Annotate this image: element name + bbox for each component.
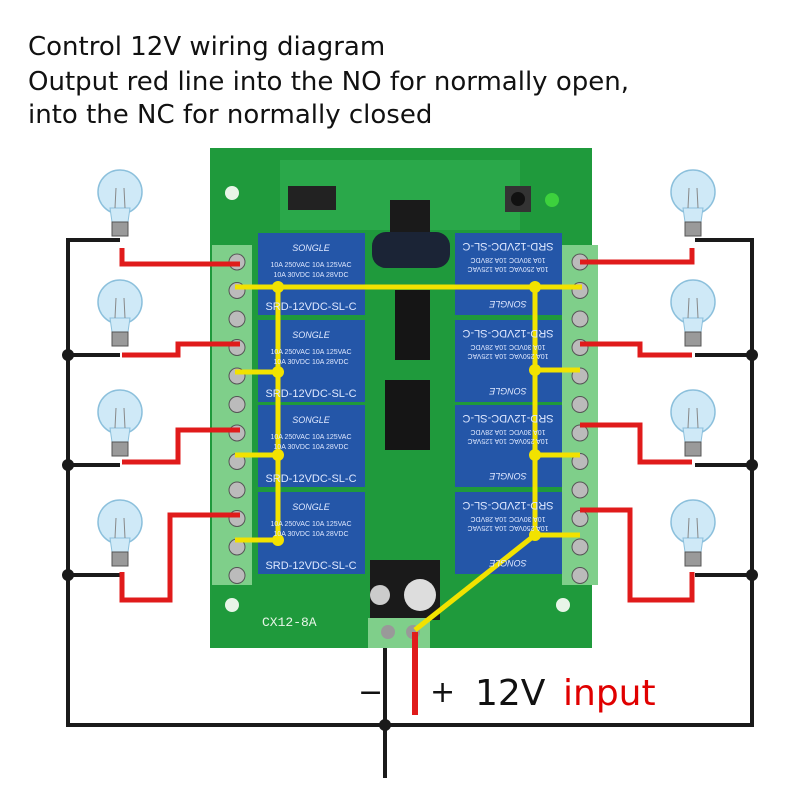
relay-label-group: SONGLE 10A 250VAC 10A 125VAC 10A 30VDC 10A… [265, 415, 356, 485]
relay-model: SRD-12VDC-SL-C [265, 388, 356, 400]
title-line-3: into the NC for normally closed [28, 100, 433, 130]
relay-label-group: SONGLE 10A 250VAC 10A 125VAC 10A 30VDC 10A… [265, 502, 356, 572]
terminal-screw [571, 481, 589, 499]
led-indicator [545, 193, 559, 207]
relay-label-group: SONGLE 10A 250VAC 10A 125VAC 10A 30VDC 10A… [265, 330, 356, 400]
relay-label-group: SONGLE 10A 250VAC 10A 125VAC 10A 30VDC 10A… [462, 499, 553, 568]
relay-rating: 10A 30VDC 10A 28VDC [470, 343, 545, 350]
left-terminal-block [212, 245, 252, 585]
jumper-header [288, 186, 336, 210]
junction-dots [62, 349, 758, 731]
relay-brand: SONGLE [488, 386, 527, 396]
relay-label-group: SONGLE 10A 250VAC 10A 125VAC 10A 30VDC 10A… [462, 327, 553, 396]
relay-rating: 10A 30VDC 10A 28VDC [273, 444, 348, 451]
light-bulb-icon [670, 279, 716, 347]
light-bulb-icon [670, 169, 716, 237]
light-bulb-icon [670, 389, 716, 457]
light-bulb-icon [97, 279, 143, 347]
relay-rating: 10A 250VAC 10A 125VAC [270, 262, 351, 269]
relay-rating: 10A 30VDC 10A 28VDC [470, 515, 545, 522]
light-bulb-icon [97, 389, 143, 457]
voltage-label: 12V [475, 673, 546, 714]
terminal-screw [571, 310, 589, 328]
relay-brand: SONGLE [488, 299, 527, 309]
relay [455, 233, 562, 315]
relay-rating: 10A 30VDC 10A 28VDC [273, 531, 348, 538]
relay-rating: 10A 250VAC 10A 125VAC [270, 434, 351, 441]
relay-model: SRD-12VDC-SL-C [462, 412, 553, 424]
chip [385, 380, 430, 450]
relay-brand: SONGLE [292, 415, 331, 425]
red-wires [119, 248, 695, 715]
terminal-screw [228, 396, 246, 413]
relay-rating: 10A 250VAC 10A 125VAC [467, 524, 548, 531]
relay-model: SRD-12VDC-SL-C [265, 473, 356, 485]
minus-label: − [358, 675, 383, 710]
right-terminal-block [562, 245, 598, 585]
relay-rating: 10A 30VDC 10A 28VDC [470, 428, 545, 435]
relay-labels: SONGLE 10A 250VAC 10A 125VAC 10A 30VDC 10A… [265, 240, 553, 572]
relay-rating: 10A 30VDC 10A 28VDC [273, 272, 348, 279]
relay [455, 320, 562, 402]
relay-rating: 10A 250VAC 10A 125VAC [467, 352, 548, 359]
relay-model: SRD-12VDC-SL-C [462, 240, 553, 252]
relay-rating: 10A 30VDC 10A 28VDC [470, 256, 545, 263]
light-bulb-icon [97, 169, 143, 237]
terminal-screw [228, 481, 246, 499]
relay-label-group: SONGLE 10A 250VAC 10A 125VAC 10A 30VDC 10A… [265, 243, 356, 313]
terminal-screw [228, 567, 246, 584]
relay-rating: 10A 30VDC 10A 28VDC [273, 359, 348, 366]
relay-rating: 10A 250VAC 10A 125VAC [467, 265, 548, 272]
relay-brand: SONGLE [292, 243, 331, 253]
relay-label-group: SONGLE 10A 250VAC 10A 125VAC 10A 30VDC 10A… [462, 240, 553, 309]
terminal-screw [571, 396, 589, 413]
relay-label-group: SONGLE 10A 250VAC 10A 125VAC 10A 30VDC 10A… [462, 412, 553, 481]
relay-model: SRD-12VDC-SL-C [462, 499, 553, 511]
relay-brand: SONGLE [488, 471, 527, 481]
light-bulbs [97, 169, 716, 567]
relay-brand: SONGLE [488, 558, 527, 568]
terminal-screw [571, 567, 589, 584]
terminal-screw [571, 510, 589, 527]
antenna-coil [372, 232, 450, 268]
terminal-screw [571, 538, 589, 556]
relay-rating: 10A 250VAC 10A 125VAC [467, 437, 548, 444]
light-bulb-icon [97, 499, 143, 567]
relay [455, 405, 562, 487]
relay-rating: 10A 250VAC 10A 125VAC [270, 349, 351, 356]
relay-brand: SONGLE [292, 330, 331, 340]
relay-rating: 10A 250VAC 10A 125VAC [270, 521, 351, 528]
board-model-label: CX12-8A [262, 615, 317, 630]
title-line-1: Control 12V wiring diagram [28, 32, 386, 62]
chip [395, 290, 430, 360]
light-bulb-icon [670, 499, 716, 567]
relay-model: SRD-12VDC-SL-C [265, 560, 356, 572]
title-line-2: Output red line into the NO for normally… [28, 67, 629, 97]
terminal-screw [228, 424, 246, 442]
black-wires [66, 238, 754, 778]
terminal-screw [228, 310, 246, 328]
input-label: input [563, 673, 656, 714]
relay-model: SRD-12VDC-SL-C [265, 301, 356, 313]
relay-model: SRD-12VDC-SL-C [462, 327, 553, 339]
plus-label: + [430, 675, 455, 710]
relay-brand: SONGLE [292, 502, 331, 512]
